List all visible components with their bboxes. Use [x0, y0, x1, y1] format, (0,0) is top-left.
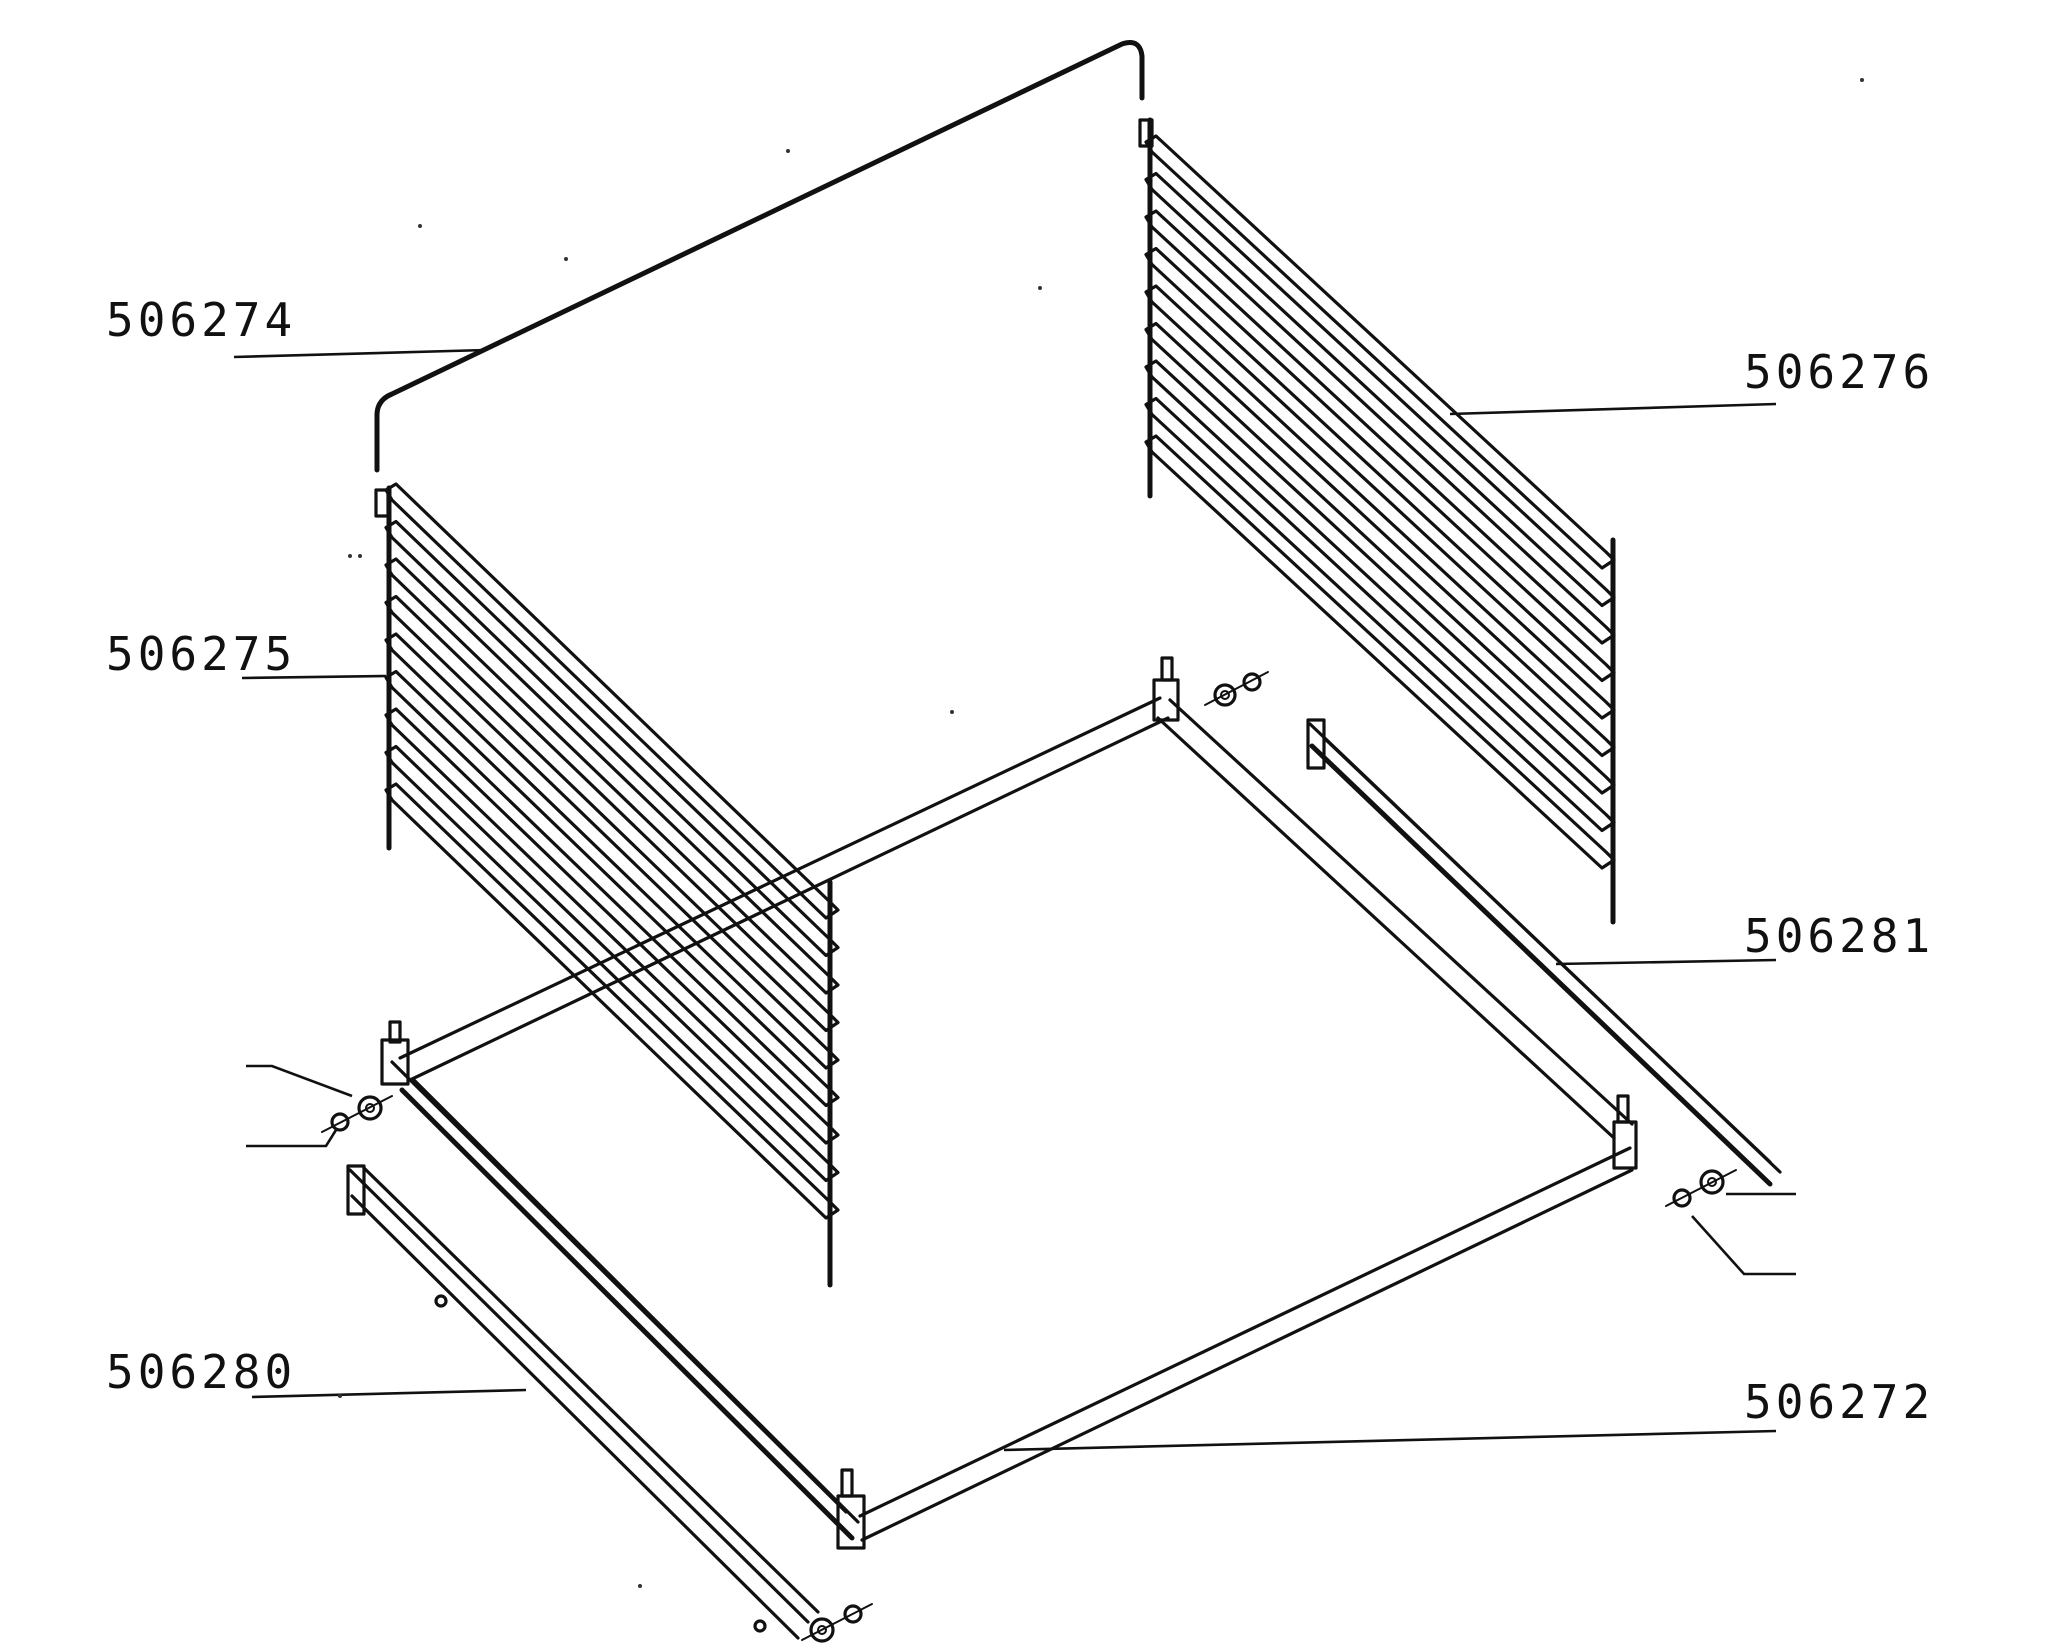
left-rack-rung-2	[384, 519, 840, 958]
top-wire-part	[374, 40, 1145, 473]
left-rack-rung-6	[384, 669, 840, 1108]
label-right-rail: 506281	[1744, 909, 1934, 963]
right-rack-rung-9	[1144, 434, 1616, 870]
right-rack-part	[1138, 117, 1616, 925]
left-rail-part	[346, 1164, 820, 1640]
left-rack-rung-3	[384, 557, 840, 995]
label-left-rail: 506280	[106, 1345, 296, 1399]
right-rack-rung-8	[1144, 396, 1616, 833]
right-rail-part	[1306, 718, 1782, 1187]
label-base-frame: 506272	[1744, 1375, 1934, 1429]
label-right-rack: 506276	[1744, 345, 1934, 399]
left-rack-rung-7	[384, 707, 840, 1145]
part-labels: 506274 506275 506276 506281 506280 50627…	[106, 293, 1934, 1429]
right-rack-rung-1	[1144, 134, 1616, 570]
right-rack-rung-6	[1144, 321, 1616, 758]
left-rack-rung-4	[384, 594, 840, 1033]
scan-specks	[338, 78, 1864, 1588]
right-rack-rung-7	[1144, 359, 1616, 795]
left-rack-rung-1	[384, 482, 840, 920]
right-rack-rung-2	[1144, 171, 1616, 608]
right-rack-rung-5	[1144, 284, 1616, 720]
right-rack-rung-3	[1144, 209, 1616, 645]
right-rack-rung-4	[1144, 246, 1616, 683]
fasteners	[321, 671, 1737, 1643]
left-rack-rung-9	[384, 782, 840, 1220]
leader-lines	[233, 348, 1796, 1452]
left-rack-rung-5	[384, 632, 840, 1070]
left-rack-part	[374, 482, 840, 1288]
label-left-rack: 506275	[106, 627, 296, 681]
base-frame-part	[380, 656, 1638, 1550]
label-top-wire: 506274	[106, 293, 296, 347]
left-rack-rung-8	[384, 744, 840, 1183]
